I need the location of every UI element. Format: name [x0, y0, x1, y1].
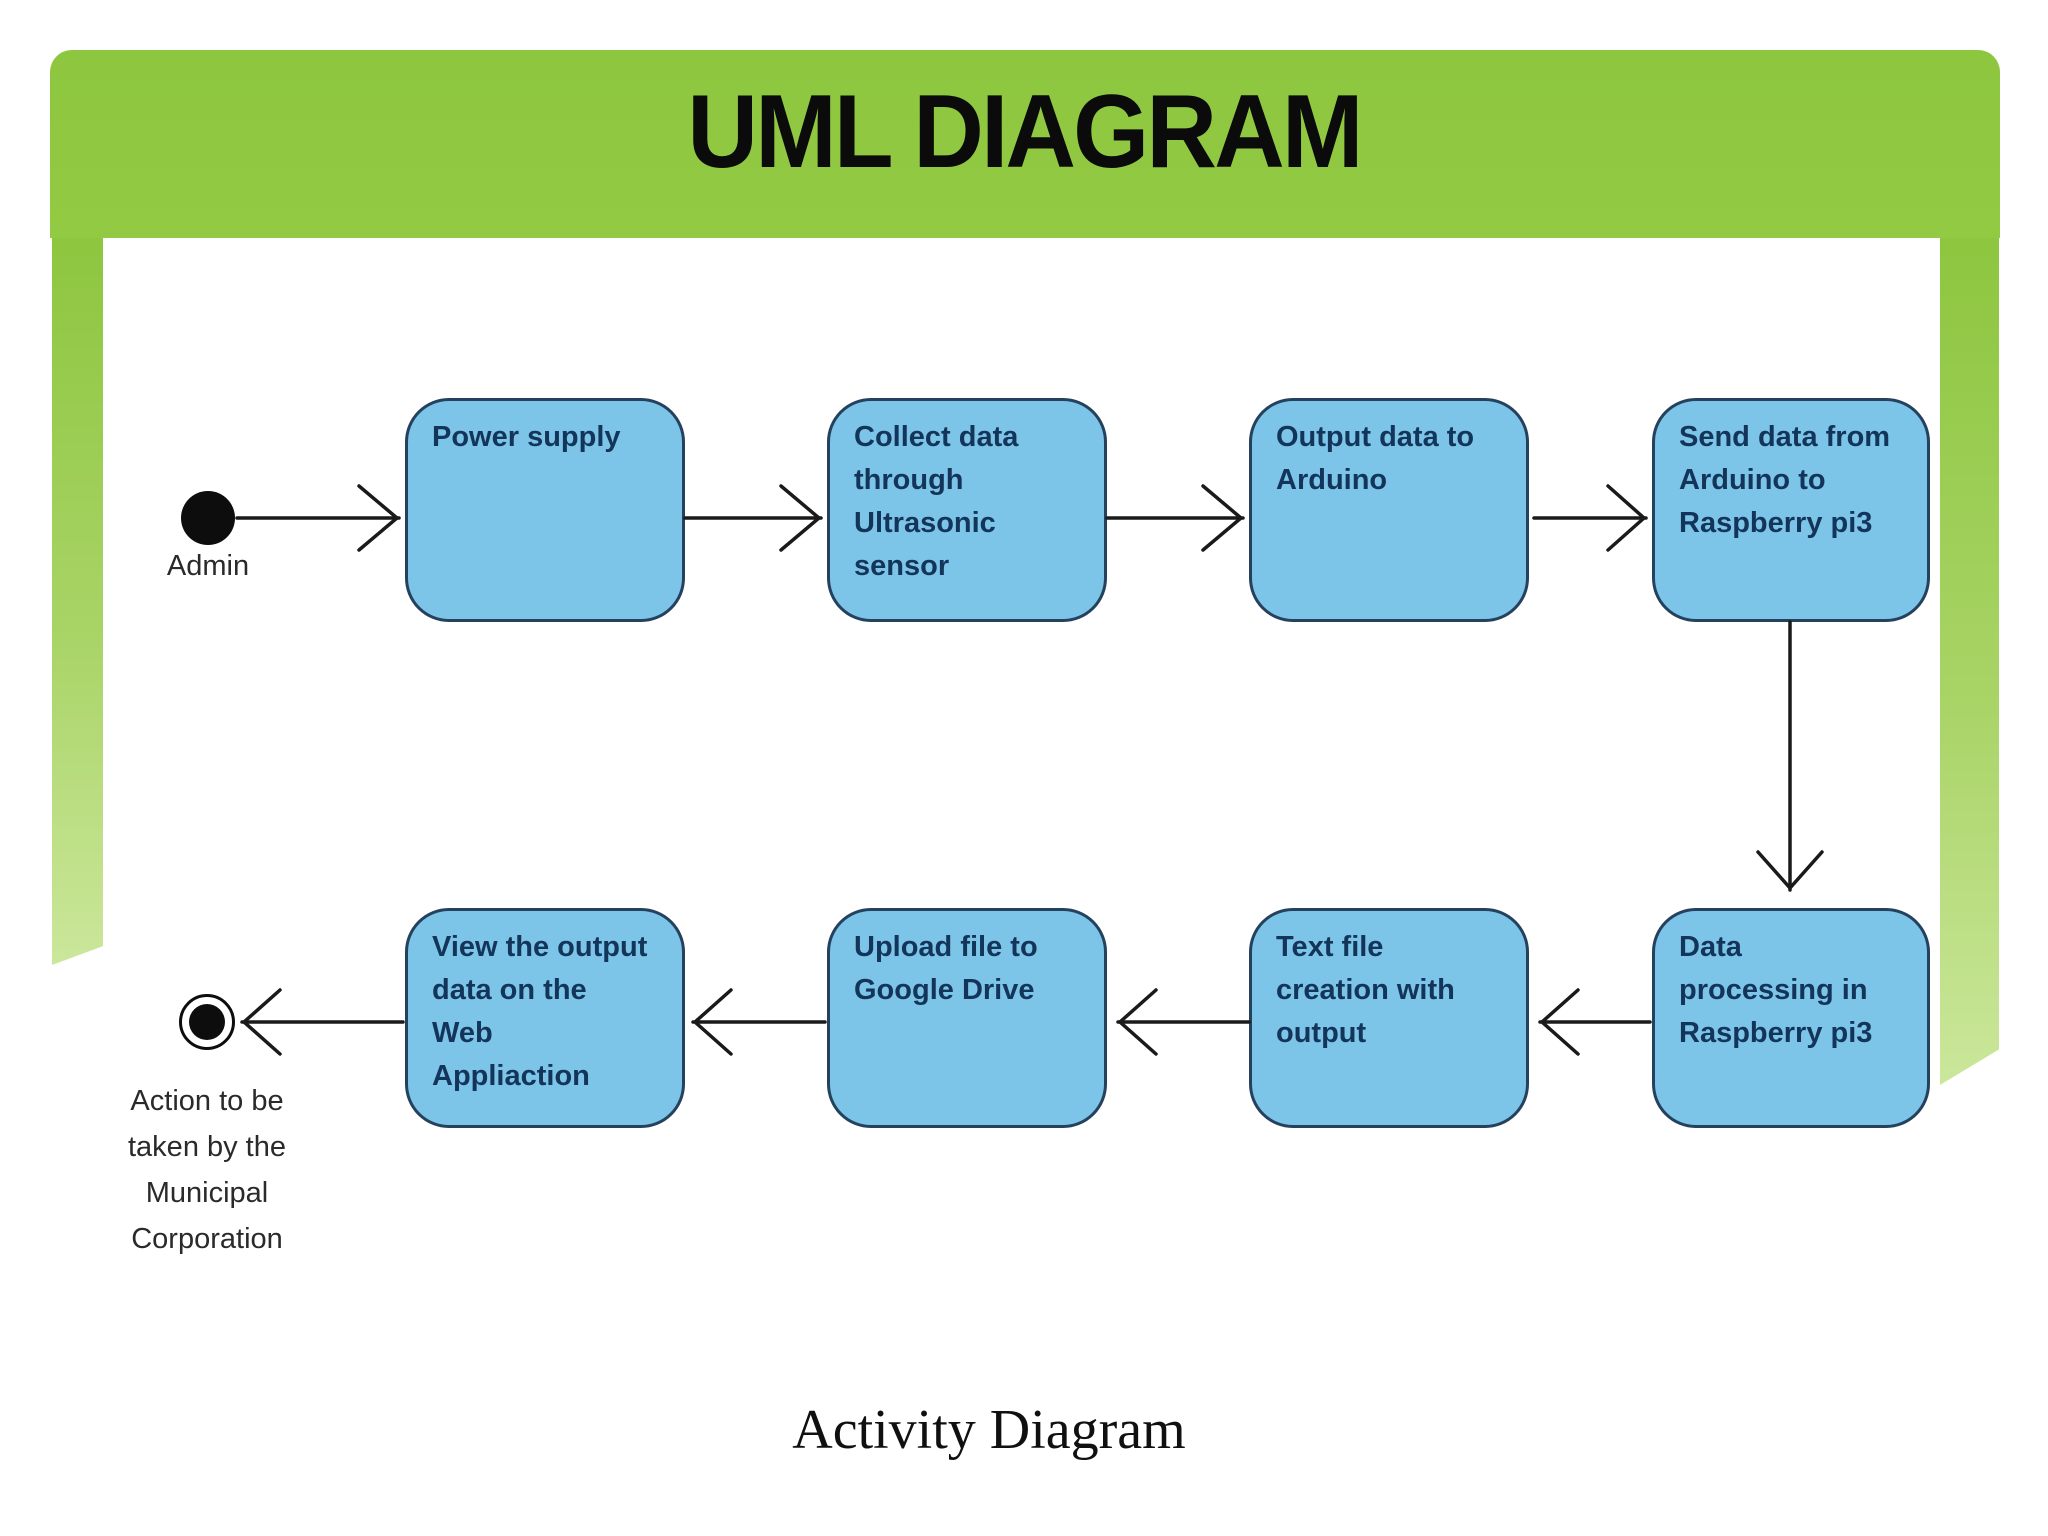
activity-node-text-file: Text file creation with output — [1249, 908, 1529, 1128]
flow-arrow-output-data-to-send-data — [1532, 484, 1648, 552]
activity-node-upload-file: Upload file to Google Drive — [827, 908, 1107, 1128]
flow-arrow-send-data-to-data-processing — [1756, 620, 1824, 892]
initial-state-icon — [181, 491, 235, 545]
activity-node-output-data: Output data to Arduino — [1249, 398, 1529, 622]
right-accent-strip — [1940, 238, 1999, 1085]
left-accent-strip — [52, 238, 103, 965]
activity-node-data-processing: Data processing in Raspberry pi3 — [1652, 908, 1930, 1128]
flow-arrow-text-file-to-upload-file — [1116, 988, 1251, 1056]
activity-node-power-supply: Power supply — [405, 398, 685, 622]
activity-node-collect-data: Collect data through Ultrasonic sensor — [827, 398, 1107, 622]
flow-arrow-power-supply-to-collect-data — [683, 484, 823, 552]
diagram-caption: Activity Diagram — [792, 1399, 1186, 1461]
start-node-label: Admin — [166, 550, 250, 582]
final-state-dot — [189, 1004, 225, 1040]
page-title: UML DIAGRAM — [687, 74, 1363, 190]
flow-arrow-upload-file-to-view-output — [691, 988, 827, 1056]
end-node-label: Action to be taken by the Municipal Corp… — [128, 1085, 286, 1255]
activity-node-send-data: Send data from Arduino to Raspberry pi3 — [1652, 398, 1930, 622]
flow-arrow-start-to-power-supply — [235, 484, 401, 552]
activity-node-view-output: View the output data on the Web Appliact… — [405, 908, 685, 1128]
flow-arrow-view-output-to-final-state — [240, 988, 405, 1056]
flow-arrow-collect-data-to-output-data — [1105, 484, 1245, 552]
flow-arrow-data-processing-to-text-file — [1538, 988, 1652, 1056]
header-banner — [50, 50, 2000, 238]
